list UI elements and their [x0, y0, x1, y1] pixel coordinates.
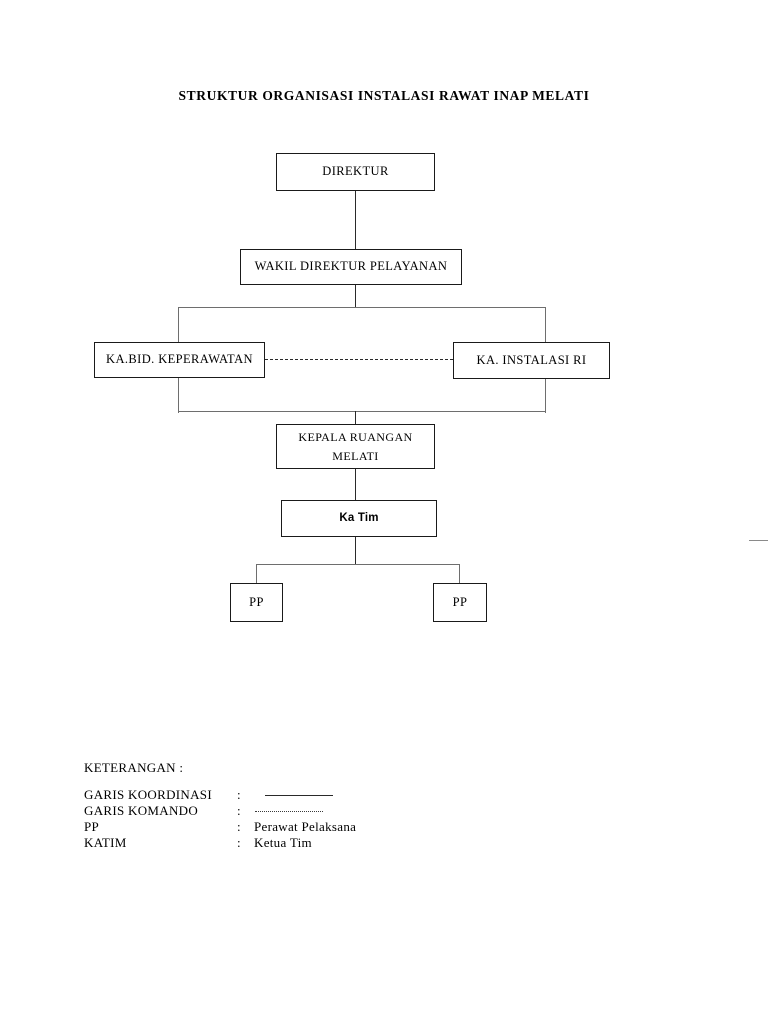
connector-kepala-ruangan-to-katim: [355, 469, 357, 500]
org-node-wakil-direktur-pelayanan: WAKIL DIREKTUR PELAYANAN: [240, 249, 462, 285]
legend-term-garis-koordinasi: GARIS KOORDINASI: [84, 787, 212, 802]
org-node-direktur: DIREKTUR: [276, 153, 435, 191]
org-node-ka-instalasi-ri: KA. INSTALASI RI: [453, 342, 610, 379]
org-node-kepala-ruangan-melati: KEPALA RUANGAN MELATI: [276, 424, 435, 469]
connector-bracket-top: [178, 306, 546, 308]
connector-wakil-down: [355, 285, 357, 307]
org-node-kepala-ruangan-label-line2: MELATI: [332, 448, 379, 463]
connector-pp-horizontal: [256, 564, 460, 566]
legend-row-garis-komando: GARIS KOMANDO :: [84, 803, 514, 819]
page-edge-mark: [749, 540, 768, 542]
legend-term-pp: PP: [84, 819, 100, 834]
legend-sample-solid-line: [265, 794, 333, 796]
org-node-ka-tim: Ka Tim: [281, 500, 437, 537]
legend-value-katim: Ketua Tim: [254, 835, 312, 850]
legend-colon-garis-koordinasi: :: [237, 787, 241, 802]
legend-heading: KETERANGAN :: [84, 760, 184, 775]
connector-pp-left-drop: [256, 564, 258, 583]
org-node-direktur-label: DIREKTUR: [322, 164, 389, 179]
legend-term-katim: KATIM: [84, 835, 127, 850]
org-node-katim-label: Ka Tim: [339, 511, 379, 524]
org-node-pp-right-label: PP: [452, 594, 468, 609]
org-node-pp-left-label: PP: [249, 594, 264, 609]
legend-colon-katim: :: [237, 835, 241, 850]
legend: KETERANGAN : GARIS KOORDINASI : GARIS KO…: [84, 760, 514, 851]
org-node-pp-right: PP: [433, 583, 487, 622]
connector-bracket-to-kepala-ruangan: [355, 411, 357, 424]
org-node-kabid-keperawatan: KA.BID. KEPERAWATAN: [94, 342, 265, 378]
legend-row-pp: PP : Perawat Pelaksana: [84, 819, 514, 835]
org-node-pp-left: PP: [230, 583, 283, 622]
legend-colon-pp: :: [237, 819, 241, 834]
org-node-wakil-label: WAKIL DIREKTUR PELAYANAN: [254, 259, 448, 274]
org-node-kainstalasi-label: KA. INSTALASI RI: [476, 352, 587, 367]
connector-direktur-to-wakil: [355, 191, 357, 249]
connector-bracket-bottom: [178, 411, 546, 413]
legend-value-pp: Perawat Pelaksana: [254, 819, 357, 834]
connector-coordination-dashed: [265, 359, 453, 360]
org-node-kabid-label: KA.BID. KEPERAWATAN: [106, 352, 253, 367]
legend-row-katim: KATIM : Ketua Tim: [84, 835, 514, 851]
legend-term-garis-komando: GARIS KOMANDO: [84, 803, 199, 818]
connector-katim-down: [355, 537, 357, 565]
legend-colon-garis-komando: :: [237, 803, 241, 818]
legend-row-garis-koordinasi: GARIS KOORDINASI :: [84, 787, 514, 803]
org-node-kepala-ruangan-label-line1: KEPALA RUANGAN: [298, 429, 413, 444]
legend-sample-dotted-line: [255, 810, 323, 812]
connector-pp-right-drop: [459, 564, 461, 583]
page-title: STRUKTUR ORGANISASI INSTALASI RAWAT INAP…: [178, 88, 590, 103]
